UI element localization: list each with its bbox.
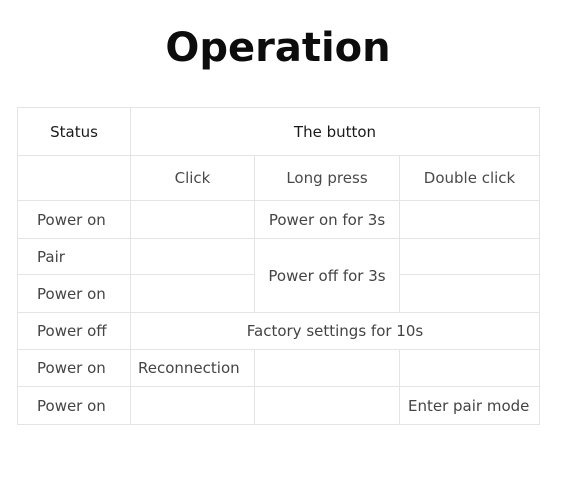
- empty-cell: [399, 238, 540, 275]
- empty-cell: [130, 386, 255, 425]
- table-row: Pair Power off for 3s: [17, 238, 540, 313]
- double-click-cell: Enter pair mode: [399, 386, 540, 425]
- empty-cell: [17, 155, 131, 201]
- empty-cell: [399, 200, 540, 239]
- status-cell: Pair: [17, 238, 131, 275]
- status-cell: Power on: [17, 349, 131, 387]
- long-press-header: Long press: [254, 155, 400, 201]
- double-click-header: Double click: [399, 155, 540, 201]
- status-header: Status: [17, 107, 131, 156]
- factory-settings-cell: Factory settings for 10s: [130, 312, 540, 350]
- status-cell: Power off: [17, 312, 131, 350]
- long-press-cell: Power off for 3s: [254, 238, 400, 313]
- empty-cell: [254, 349, 400, 387]
- click-cell: Reconnection: [130, 349, 255, 387]
- table-row: Power on Enter pair mode: [17, 386, 540, 425]
- empty-cell: [399, 349, 540, 387]
- table-row: Power on Power on for 3s: [17, 200, 540, 239]
- table-row: Power on Reconnection: [17, 349, 540, 387]
- table-subheader-row: Click Long press Double click: [17, 155, 540, 201]
- operation-table: Status The button Click Long press Doubl…: [17, 107, 540, 425]
- table-row: Power off Factory settings for 10s: [17, 312, 540, 350]
- status-cell: Power on: [17, 386, 131, 425]
- page-title: Operation: [165, 25, 391, 71]
- button-header: The button: [130, 107, 540, 156]
- table-header-row: Status The button: [17, 107, 540, 156]
- empty-cell: [130, 238, 255, 275]
- status-cell: Power on: [17, 200, 131, 239]
- long-press-cell: Power on for 3s: [254, 200, 400, 239]
- empty-cell: [399, 274, 540, 313]
- empty-cell: [254, 386, 400, 425]
- empty-cell: [130, 200, 255, 239]
- click-header: Click: [130, 155, 255, 201]
- status-cell: Power on: [17, 274, 131, 313]
- empty-cell: [130, 274, 255, 313]
